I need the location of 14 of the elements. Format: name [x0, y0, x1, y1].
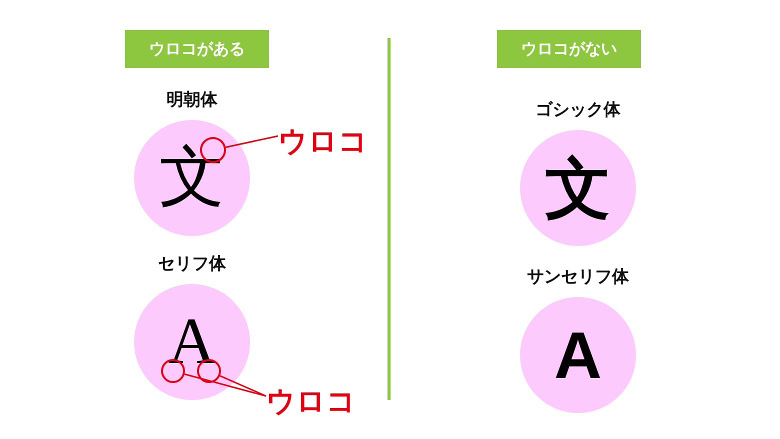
glyph-sample: A — [554, 322, 602, 388]
category-label: ウロコがある — [125, 30, 269, 68]
callout-label: ウロコ — [266, 384, 356, 418]
font-name: サンセリフ体 — [527, 266, 629, 289]
glyph-sample: 文 — [545, 155, 611, 221]
glyph-sample: 文 — [159, 145, 225, 211]
category-label: ウロコがない — [497, 30, 641, 68]
font-name: 明朝体 — [166, 89, 218, 112]
leader-line — [226, 135, 278, 148]
leader-line — [220, 375, 266, 397]
font-name: ゴシック体 — [536, 99, 620, 122]
callout-label: ウロコ — [278, 124, 368, 158]
font-name: セリフ体 — [158, 253, 226, 276]
leader-line — [184, 373, 266, 397]
